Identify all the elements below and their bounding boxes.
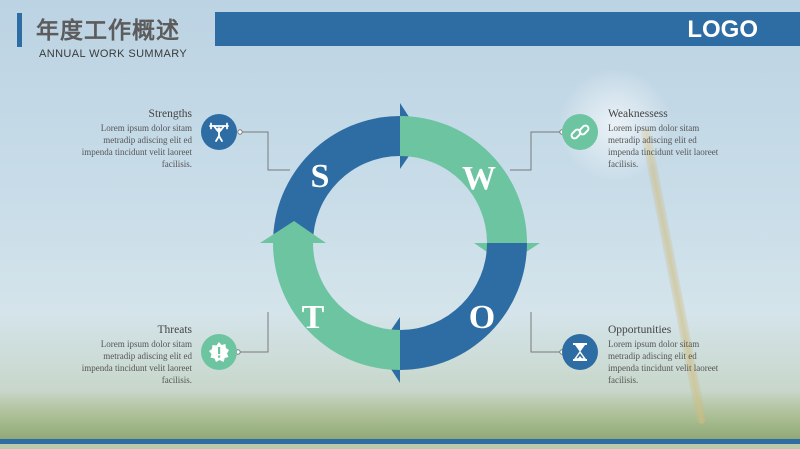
weaknesses-line: Lorem ipsum dolor sitam [608,123,700,133]
threats-line: Lorem ipsum dolor sitam [100,339,192,349]
title-accent-bar [17,13,22,47]
weaknesses-text: Lorem ipsum dolor sitam metradip adiscin… [608,122,748,170]
weaknesses-title: Weaknessess [608,108,668,120]
weaknesses-connector [510,131,562,171]
threats-connector [238,312,269,353]
strengths-connector [240,131,290,171]
threats-text: Lorem ipsum dolor sitam metradip adiscin… [62,338,192,386]
opportunities-line: facilisis. [608,375,639,385]
weightlifter-icon [209,122,229,142]
broken-link-icon [570,124,590,140]
page-subtitle: ANNUAL WORK SUMMARY [39,48,188,60]
threats-icon-circle [201,334,237,370]
letter-t: T [302,299,325,336]
threats-line: facilisis. [161,375,192,385]
threats-line: metradip adiscing elit ed [103,351,192,361]
weaknesses-line: metradip adiscing elit ed [608,135,697,145]
letter-s: S [311,158,330,195]
grass-background [0,391,800,439]
strengths-title: Strengths [148,108,192,120]
opportunities-text: Lorem ipsum dolor sitam metradip adiscin… [608,338,748,386]
opportunities-line: Lorem ipsum dolor sitam [608,339,700,349]
opportunities-line: impenda tincidunt velit laoreet [608,363,719,373]
opportunities-title: Opportunities [608,324,672,336]
logo: LOGO [687,16,758,43]
hourglass-icon [573,343,587,361]
segment-s [273,103,422,243]
strengths-icon-circle [201,114,237,150]
weaknesses-line: impenda tincidunt velit laoreet [608,147,719,157]
segment-w [400,116,540,265]
threats-title: Threats [157,324,192,336]
opportunities-line: metradip adiscing elit ed [608,351,697,361]
opportunities-connector [530,312,562,353]
strengths-line: Lorem ipsum dolor sitam [100,123,192,133]
letter-w: W [462,160,496,197]
strengths-line: facilisis. [161,159,192,169]
strengths-line: metradip adiscing elit ed [103,135,192,145]
threats-line: impenda tincidunt velit laoreet [81,363,192,373]
header-band: LOGO [215,12,800,46]
segment-t [260,221,400,370]
connector-lines [238,131,562,353]
opportunities-icon-circle [562,334,598,370]
strengths-text: Lorem ipsum dolor sitam metradip adiscin… [62,122,192,170]
connector-dot [237,129,243,135]
page-title: 年度工作概述 [36,17,180,43]
strengths-line: impenda tincidunt velit laoreet [81,147,192,157]
weaknesses-line: facilisis. [608,159,639,169]
warning-badge-icon [209,342,229,362]
letter-o: O [469,299,495,336]
segment-o [378,243,527,383]
footer-band [0,439,800,444]
weaknesses-icon-circle [562,114,598,150]
